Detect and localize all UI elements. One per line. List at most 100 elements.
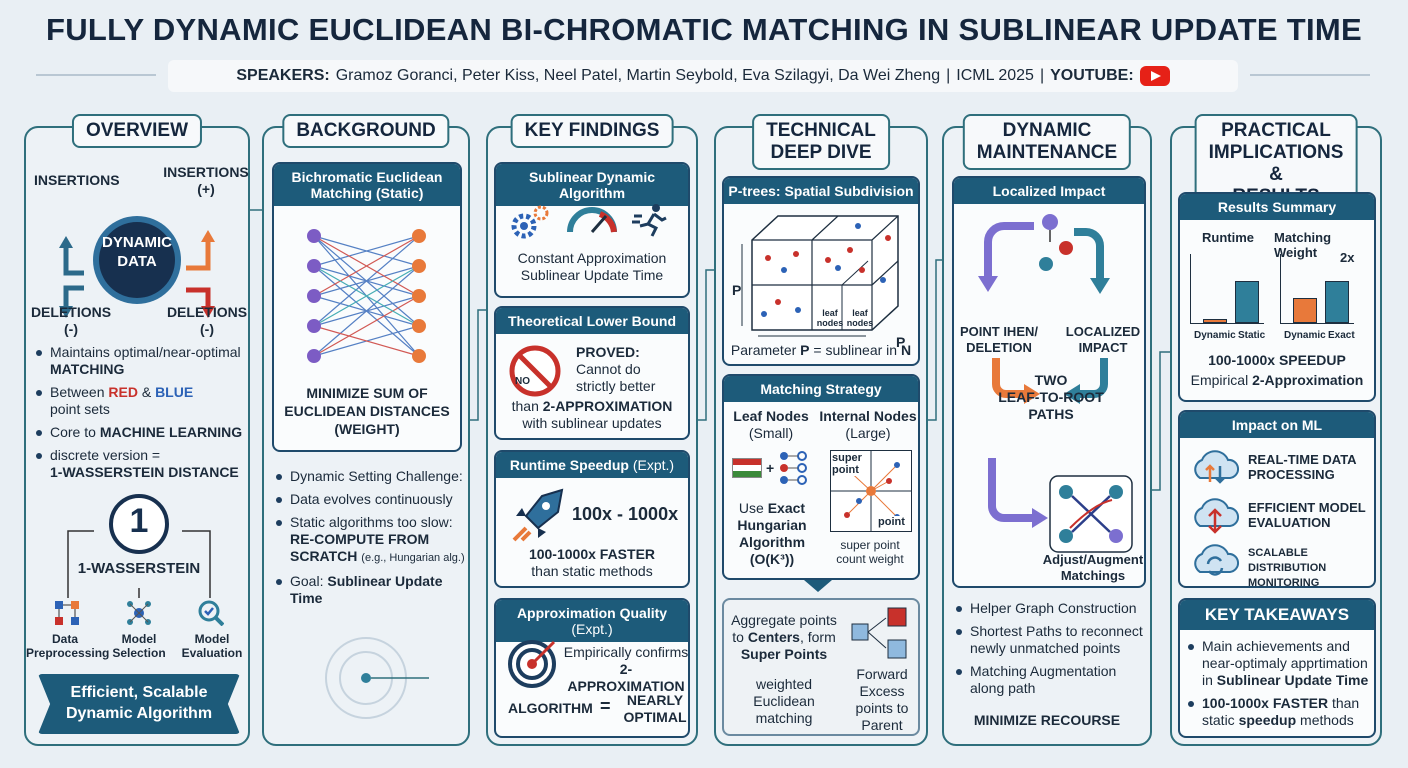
proved-text: with sublinear updates xyxy=(522,415,662,431)
cloud-refresh-icon xyxy=(1188,540,1240,585)
insertions-left-label: INSERTIONS xyxy=(34,172,120,188)
card-title: Runtime Speedup (Expt.) xyxy=(496,452,688,478)
super-point-label: super point xyxy=(832,452,862,476)
venue: ICML 2025 xyxy=(956,67,1034,84)
card-text: Constant Approximation Sublinear Update … xyxy=(517,250,667,283)
panel-title: KEY FINDINGS xyxy=(510,114,674,148)
card-title: Theoretical Lower Bound xyxy=(496,308,688,334)
ml-item: EFFICIENT MODEL EVALUATION xyxy=(1248,500,1366,530)
separator: | xyxy=(946,67,951,84)
wasserstein-tree xyxy=(67,494,211,598)
leaf-nodes-label: leaf nodes xyxy=(846,308,874,328)
cloud-upload-icon xyxy=(1188,494,1240,539)
divider-right xyxy=(1250,74,1370,76)
list-item: Core to MACHINE LEARNING xyxy=(36,424,248,441)
bar-exact xyxy=(1325,281,1349,323)
app-label: Model Evaluation xyxy=(181,632,243,660)
card-title: Bichromatic Euclidean Matching (Static) xyxy=(274,164,460,206)
ml-item: REAL-TIME DATA PROCESSING xyxy=(1248,452,1357,482)
list-item: Data evolves continuously xyxy=(276,491,470,508)
bar-label: 2x xyxy=(1340,250,1355,265)
card-title: KEY TAKEAWAYS xyxy=(1180,600,1374,630)
localized-impact-label: LOCALIZED IMPACT xyxy=(1065,324,1141,355)
list-item: discrete version =1-WASSERSTEIN DISTANCE xyxy=(36,447,248,481)
technical-panel: TECHNICAL DEEP DIVE P-trees: Spatial Sub… xyxy=(714,114,928,746)
weighted-text: weighted Euclidean matching xyxy=(753,676,815,726)
impact-ml-card: Impact on ML REAL-TIME DATA PROCESSING E… xyxy=(1178,410,1376,588)
internal-nodes-heading: Internal Nodes xyxy=(819,408,917,424)
youtube-icon[interactable] xyxy=(1139,66,1170,86)
point-insertion-label: POINT IHEN/ DELETION xyxy=(959,324,1038,355)
point-label: point xyxy=(878,516,905,528)
forward-text: Forward Excess points to Parent xyxy=(855,666,909,733)
proved-label: PROVED: xyxy=(576,344,640,360)
finding-card: Approximation Quality (Expt.) Empiricall… xyxy=(494,598,690,738)
wasserstein-label: 1-WASSERSTEIN xyxy=(77,560,201,577)
tick-label: Exact xyxy=(1328,330,1355,341)
page-title: FULLY DYNAMIC EUCLIDEAN BI-CHROMATIC MAT… xyxy=(45,12,1363,47)
list-item: Static algorithms too slow:RE-COMPUTE FR… xyxy=(276,514,470,567)
forward-diagram xyxy=(851,607,907,659)
super-point-caption: super point count weight xyxy=(836,538,904,566)
use-hungarian-text: Use Exact Hungarian Algorithm(O(K³)) xyxy=(737,500,807,567)
finding-card: Sublinear Dynamic Algorithm Constant App… xyxy=(494,162,690,298)
p-dimension-label: P xyxy=(732,282,742,298)
dynamic-panel: DYNAMIC MAINTENANCE Localized Impact xyxy=(942,114,1152,746)
separator: | xyxy=(1039,67,1045,84)
divider-left xyxy=(36,74,156,76)
leaf-nodes-sub: (Small) xyxy=(748,425,794,441)
findings-panel: KEY FINDINGS Sublinear Dynamic Algorithm… xyxy=(486,114,698,746)
bar-dynamic xyxy=(1203,319,1227,323)
two-paths-label: TWO LEAF-TO-ROOT PATHS xyxy=(998,372,1104,422)
card-title: Impact on ML xyxy=(1180,412,1374,438)
chart-title: Runtime xyxy=(1202,230,1254,245)
strategy-card: Matching Strategy Leaf Nodes (Small) Int… xyxy=(722,374,920,580)
data-preprocessing-icon xyxy=(54,600,80,626)
dynamic-bullets: Helper Graph Construction Shortest Paths… xyxy=(956,600,1150,703)
tick-label: Dynamic xyxy=(1284,330,1326,341)
static-matching-card: Bichromatic Euclidean Matching (Static) … xyxy=(272,162,462,452)
speedometer-icon xyxy=(566,204,618,241)
card-title: P-trees: Spatial Subdivision xyxy=(724,178,918,204)
proved-text: than 2-APPROXIMATION xyxy=(511,398,673,414)
p-dimension-label: P xyxy=(896,334,906,350)
background-panel: BACKGROUND Bichromatic Euclidean Matchin… xyxy=(262,114,470,746)
bar-dynamic xyxy=(1293,298,1317,323)
panel-title: BACKGROUND xyxy=(282,114,450,148)
background-bullets: Dynamic Setting Challenge: Data evolves … xyxy=(276,468,470,613)
plus-icon: + xyxy=(766,460,775,476)
nearly-optimal-label: NEARLY OPTIMAL xyxy=(623,692,687,725)
weight-chart xyxy=(1280,254,1354,324)
graph-nodes-icon xyxy=(778,450,808,491)
speedup-text: 100-1000x SPEEDUP xyxy=(1208,352,1346,368)
dynamic-data-diagram xyxy=(59,216,215,318)
circuit-decoration xyxy=(325,637,429,719)
internal-nodes-sub: (Large) xyxy=(845,425,891,441)
youtube-label: YOUTUBE: xyxy=(1050,67,1134,84)
speakers-bar: SPEAKERS: Gramoz Goranci, Peter Kiss, Ne… xyxy=(168,60,1238,92)
card-title: Results Summary xyxy=(1180,194,1374,220)
card-caption: MINIMIZE SUM OF EUCLIDEAN DISTANCES (WEI… xyxy=(284,385,450,437)
finding-card: Runtime Speedup (Expt.) 100x - 1000x 100… xyxy=(494,450,690,588)
leaf-nodes-label: leaf nodes xyxy=(816,308,844,328)
leaf-nodes-heading: Leaf Nodes xyxy=(733,408,809,424)
gears-icon xyxy=(510,204,550,245)
app-label: Model Selection xyxy=(112,632,166,660)
list-item: Matching Augmentation along path xyxy=(956,663,1150,697)
target-icon xyxy=(508,636,560,693)
speakers-names: Gramoz Goranci, Peter Kiss, Neel Patel, … xyxy=(335,67,941,84)
runner-icon xyxy=(632,202,672,243)
list-item: Main achievements and near-optimaly appr… xyxy=(1188,638,1372,689)
ptree-cube xyxy=(741,215,899,337)
no-label: NO xyxy=(515,376,530,387)
speakers-label: SPEAKERS: xyxy=(236,67,330,84)
prohibited-icon xyxy=(508,344,562,398)
insertions-right-label: INSERTIONS (+) xyxy=(163,164,249,197)
list-item: Goal: Sublinear Update Time xyxy=(276,573,470,607)
bipartite-graph xyxy=(307,229,426,363)
equals-sign: = xyxy=(600,696,611,716)
